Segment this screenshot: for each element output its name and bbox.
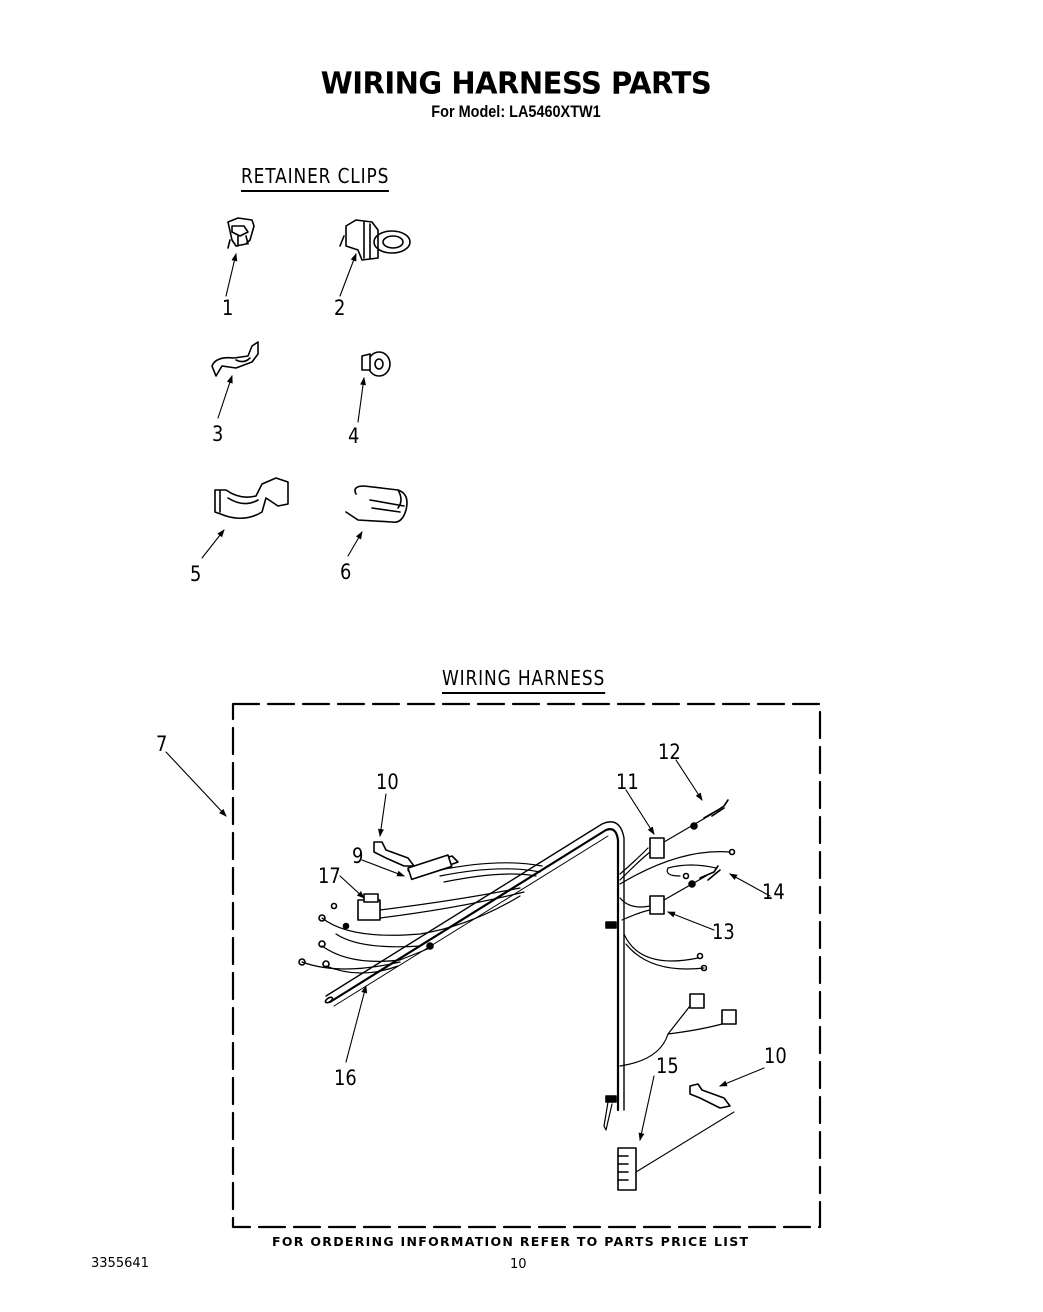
connector-15-icon (617, 1147, 637, 1191)
callout-10-top: 10 (376, 770, 399, 794)
callout-17: 17 (318, 864, 341, 888)
callout-12: 12 (658, 740, 681, 764)
retainer-clip-5-icon (214, 477, 289, 520)
retainer-clip-3-icon (211, 341, 259, 377)
document-number: 3355641 (91, 1256, 149, 1271)
connector-17-icon (357, 893, 381, 921)
connector-9-icon (407, 854, 459, 881)
terminal-10-bottom-icon (689, 1083, 731, 1109)
connector-lower-b-icon (721, 1009, 737, 1025)
callout-10-bottom: 10 (764, 1044, 787, 1068)
callout-2: 2 (334, 296, 346, 320)
model-subtitle: For Model: LA5460XTW1 (431, 102, 601, 121)
callout-6: 6 (340, 560, 352, 584)
terminal-14-icon (699, 865, 721, 881)
retainer-clip-1-icon (227, 217, 255, 249)
ordering-note: FOR ORDERING INFORMATION REFER TO PARTS … (272, 1234, 750, 1249)
page-title: WIRING HARNESS PARTS (320, 65, 712, 101)
callout-14: 14 (762, 880, 785, 904)
page-number: 10 (510, 1257, 527, 1272)
callout-5: 5 (190, 562, 202, 586)
retainer-clip-4-icon (361, 351, 391, 377)
callout-4: 4 (348, 424, 360, 448)
harness-trunk (324, 821, 625, 1112)
callout-16: 16 (334, 1066, 357, 1090)
callout-15: 15 (656, 1054, 679, 1078)
harness-boundary (231, 702, 822, 1229)
retainer-clip-2-icon (339, 219, 411, 261)
retainer-clip-6-icon (345, 485, 408, 524)
callout-1: 1 (222, 296, 234, 320)
retainer-clips-heading: RETAINER CLIPS (241, 164, 390, 192)
callout-13: 13 (712, 920, 735, 944)
connector-11-icon (649, 837, 665, 859)
terminal-12-icon (703, 799, 729, 819)
callout-7: 7 (156, 732, 168, 756)
connector-13-icon (649, 895, 665, 915)
terminal-10-top-icon (373, 841, 415, 867)
callout-3: 3 (212, 422, 224, 446)
callout-11: 11 (616, 770, 639, 794)
connector-lower-a-icon (689, 993, 705, 1009)
callout-9: 9 (352, 844, 364, 868)
wiring-harness-heading: WIRING HARNESS (442, 666, 606, 694)
